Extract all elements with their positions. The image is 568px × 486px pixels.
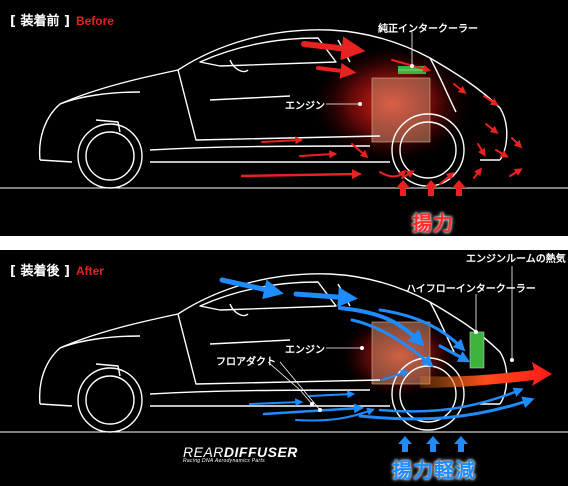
engine-block: [371, 77, 431, 143]
before-title-jp: [ 装着前 ]: [10, 14, 70, 29]
after-illustration: [0, 266, 568, 452]
logo-rear-text: REAR: [183, 444, 224, 460]
high-flow-intercooler: [469, 331, 485, 369]
logo-subtitle: Racing DNA Aerodynamics Parts: [183, 458, 265, 464]
panel-divider: [0, 236, 568, 250]
engine-room-heat-label: エンジンルームの熱気: [466, 254, 566, 265]
after-engine-label: エンジン: [285, 345, 325, 356]
floor-duct-label: フロアダクト: [216, 357, 276, 368]
leader-lines: [326, 32, 414, 107]
after-title: [ 装着後 ] After: [10, 260, 104, 279]
after-title-en: After: [75, 264, 104, 278]
airflow-arrows: [240, 36, 523, 185]
after-title-jp: [ 装着後 ]: [10, 264, 70, 279]
before-panel: [ 装着前 ] Before 純正インタークーラー エンジン 揚力: [0, 0, 568, 236]
before-title: [ 装着前 ] Before: [10, 10, 114, 29]
lift-reduced-label: 揚力軽減: [392, 458, 476, 482]
rear-diffuser-logo: REARDIFFUSER Racing DNA Aerodynamics Par…: [183, 444, 298, 464]
lift-label: 揚力: [412, 211, 454, 235]
before-engine-label: エンジン: [285, 101, 325, 112]
logo-diffuser-text: DIFFUSER: [223, 444, 298, 460]
airflow-arrows: [219, 277, 535, 422]
before-illustration: [0, 29, 568, 196]
leader-lines: [267, 266, 514, 412]
high-flow-intercooler-label: ハイフローインタークーラー: [406, 284, 536, 295]
car-outline: [38, 29, 508, 163]
lift-arrows: [396, 180, 466, 196]
stock-intercooler-label: 純正インタークーラー: [378, 24, 478, 35]
after-panel: [ 装着後 ] After エンジンルームの熱気 ハイフローインタークーラー エン…: [0, 250, 568, 486]
heat-exhaust-arrow: [420, 362, 552, 388]
lift-arrows: [398, 436, 468, 452]
before-title-en: Before: [75, 14, 114, 28]
